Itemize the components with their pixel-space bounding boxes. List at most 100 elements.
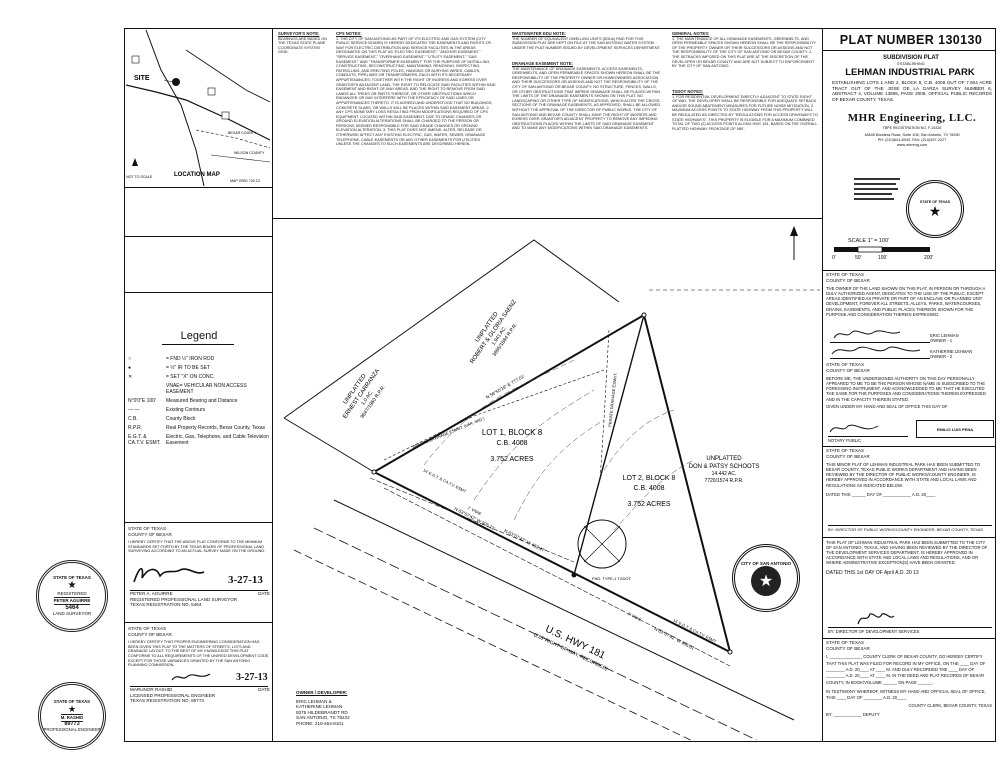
engineer-cert-text: I HEREBY CERTIFY THAT PROPER ENGINEERING… <box>128 640 270 668</box>
county-approval-text: THIS MINOR PLAT OF LEHMAN INDUSTRIAL PAR… <box>826 462 981 488</box>
engineer-seal-bottom: PROFESSIONAL ENGINEER <box>43 727 101 733</box>
cps-notes-text: 1. THE CITY OF SAN ANTONIO AS PART OF IT… <box>336 36 496 147</box>
adjoining-boundary-top <box>283 239 620 419</box>
map-road-4 <box>210 154 270 163</box>
drainage-note-title: DRAINAGE EASEMENT NOTE: <box>512 61 573 66</box>
surveyor-note: SURVEYOR'S NOTE: BEARINGS ARE BASED ON T… <box>278 31 328 55</box>
map-bexar-label: BEXAR COUNTY <box>228 131 257 135</box>
legend-key: ○ <box>128 356 132 362</box>
monument-crosshair-2 <box>583 525 621 563</box>
notary-stamp: EMILIO LUIS PENA <box>916 420 994 438</box>
legend-text: VNAE= VEHICULAR NON ACCESS EASEMENT <box>166 383 247 395</box>
clerk-line: COUNTY CLERK, BEXAR COUNTY, TEXAS <box>908 703 992 709</box>
surveyor-note-title: SURVEYOR'S NOTE: <box>278 31 320 36</box>
plat-description: ESTABLISHING LOTS 1 AND 2, BLOCK 8, C.B.… <box>832 80 992 102</box>
map-shield-2 <box>221 111 230 120</box>
legend-item: ○= FND ½" IRON ROD <box>128 356 270 362</box>
city-approval: THIS PLAT OF LEHMAN INDUSTRIAL PARK HAS … <box>826 540 992 577</box>
surveyor-seal: STATE OF TEXAS ★ REGISTERED PETER AGUIRR… <box>36 560 108 632</box>
legend-text: = SET "X" ON CONC. <box>166 374 215 380</box>
city-approval-dated: DATED THIS 1st DAY OF April A.D. 20 13 <box>826 570 919 577</box>
tbpe-star-icon: ★ <box>928 203 942 219</box>
surveyor-cert-date: 3-27-13 <box>228 574 263 586</box>
drainage-label-1: PRIVATE DRAINAGE ESMNT. (VAR. WID.) <box>412 416 486 450</box>
wastewater-note-title: WASTEWATER EDU NOTE: <box>512 31 566 36</box>
notary-signature <box>829 424 879 433</box>
lot1-acres: 3.752 ACRES <box>490 456 534 463</box>
drainage-note-text: THE MAINTENANCE OF DRAINAGE EASEMENTS, A… <box>512 66 661 131</box>
scale-bar <box>834 246 930 253</box>
left-column-divider <box>272 28 273 742</box>
legend-text: Measured Bearing and Distance <box>166 398 238 404</box>
vnae-label-2: 1' VNAE <box>627 611 643 622</box>
legend-key: ✕ <box>128 374 133 380</box>
owner-developer: OWNER / DEVELOPER: ERIC LEHMAN &KATHERIN… <box>296 690 416 727</box>
cps-notes: CPS NOTES: 1. THE CITY OF SAN ANTONIO AS… <box>336 31 496 147</box>
surveyor-name: PETER A. AGUIRRE <box>130 591 173 596</box>
esmt-line-1 <box>383 487 731 667</box>
clerk-state: STATE OF TEXAS <box>826 640 865 645</box>
corner-marker-icon <box>371 469 377 475</box>
lot1-cb: C.B. 4008 <box>496 440 527 447</box>
legend-key: — — <box>128 407 140 413</box>
engineer-reg: TEXAS REGISTRATION NO. 89773 <box>130 698 204 704</box>
north-arrow-icon <box>132 158 138 166</box>
lot1-label: LOT 1, BLOCK 8 <box>482 428 543 437</box>
legend-list: ○= FND ½" IRON ROD●= ½" IR TO BE SET✕= S… <box>128 356 270 446</box>
txdot-notes: TXDOT NOTES: 1. FOR RESIDENTIAL DEVELOPM… <box>672 89 818 131</box>
plat-establishing: ESTABLISHING <box>897 62 925 66</box>
county-approval: STATE OF TEXAS COUNTY OF BEXAR THIS MINO… <box>826 448 992 497</box>
engineer-cert-state: STATE OF TEXAS <box>128 626 167 631</box>
engineer-cert-county: COUNTY OF BEXAR <box>128 631 172 637</box>
blank-panel-rule-1 <box>124 236 272 237</box>
wastewater-note-text: THE NUMBER OF EQUIVALENT DWELLING UNITS … <box>512 36 661 50</box>
legend-text: Electric, Gas, Telephone, and Cable Tele… <box>166 434 269 446</box>
city-sign-line <box>828 627 992 628</box>
legend-text: Real Property Records, Bexar County, Tex… <box>166 425 266 431</box>
county-bottom-rule <box>822 537 996 538</box>
clerk-witness: IN TESTIMONY WHEREOF, WITNESS MY HAND AN… <box>826 689 986 701</box>
legend-item: R.P.R.Real Property Records, Bexar Count… <box>128 425 270 431</box>
surveyor-title: REGISTERED PROFESSIONAL LAND SURVEYOR <box>130 596 238 602</box>
contour-5 <box>613 459 695 531</box>
scale-tick-0: 0' <box>832 255 836 261</box>
map-road-3 <box>185 49 270 103</box>
notary-given: GIVEN UNDER MY HAND AND SEAL OF OFFICE T… <box>826 403 948 409</box>
legend-key: C.B. <box>128 416 138 422</box>
engineer-firm-line: TBPE REGISTRATION NO. F-15326 <box>882 126 942 130</box>
surveyor-sign-line <box>130 590 268 591</box>
clerk-county: COUNTY OF BEXAR <box>826 645 870 651</box>
clerk-deputy: BY: ____________ DEPUTY <box>826 711 880 717</box>
owner-signature-2 <box>831 346 921 355</box>
owner1-block: ERIC LEHMAN OWNER - 1 <box>930 333 994 343</box>
owner-address-line: ERIC LEHMAN & <box>296 698 332 704</box>
general-notes-text: 1. THE MAINTENANCE OF ALL DRAINAGE EASEM… <box>672 36 816 69</box>
notary-block: STATE OF TEXAS COUNTY OF BEXAR BEFORE ME… <box>826 362 992 409</box>
engineer-phone: PH: (210)641-8943, FAX: (210)497-2227 <box>877 138 947 142</box>
unplatted-schoots-label: UNPLATTED <box>706 456 742 462</box>
city-approval-text: THIS PLAT OF LEHMAN INDUSTRIAL PARK HAS … <box>826 540 988 566</box>
engineer-signature <box>171 673 211 681</box>
county-approval-county: COUNTY OF BEXAR <box>826 453 870 459</box>
notary-stamp-name: EMILIO LUIS PENA <box>936 426 974 432</box>
legend-key: N°0'0"E 100' <box>128 398 156 404</box>
txdot-notes-title: TXDOT NOTES: <box>672 89 704 94</box>
unplatted-schoots-owner: DON & PATSY SCHOOTS <box>689 464 760 470</box>
surveyor-cert-state: STATE OF TEXAS <box>128 526 167 531</box>
surveyor-cert-text: I HEREBY CERTIFY THAT THE ABOVE PLAT CON… <box>128 540 266 554</box>
legend-title: Legend <box>180 330 218 342</box>
drainage-esmt-lot1 <box>383 369 605 461</box>
engineer-seal: STATE OF TEXAS ★ M. RASHID 89773 PROFESS… <box>38 682 106 750</box>
legend-item: E.G.T. & CA.T.V. ESMT.Electric, Gas, Tel… <box>128 434 270 446</box>
legend-text: Existing Contours <box>166 407 206 413</box>
legend-key: ● <box>128 365 132 371</box>
location-map: SITE BEXAR COUNTY WILSON COUNTY NOT TO S… <box>126 30 270 186</box>
map-county-line <box>195 129 270 149</box>
contour-4 <box>603 409 675 471</box>
tbpe-seal-text: STATE OF TEXAS <box>919 200 951 204</box>
county-sign-line <box>828 525 992 526</box>
lot2-cb: C.B. 4008 <box>633 485 664 492</box>
hwy-row-north <box>333 499 795 721</box>
found-monument-circle <box>577 519 627 569</box>
plat-sheet <box>124 28 996 742</box>
